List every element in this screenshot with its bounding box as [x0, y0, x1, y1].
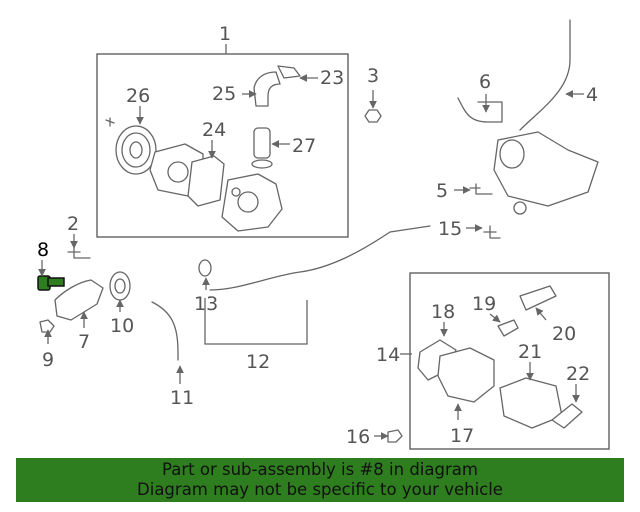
- callout-18: 18: [431, 301, 455, 323]
- leader-lines: [38, 74, 584, 440]
- callout-6: 6: [479, 71, 491, 93]
- pump-assembly-part-4: [493, 19, 599, 215]
- banner-line-1: Part or sub-assembly is #8 in diagram: [162, 460, 478, 479]
- hose-part-11: [151, 301, 179, 361]
- clamp-part-13: [198, 259, 212, 277]
- callout-24: 24: [202, 119, 226, 141]
- bolt-part-15: [483, 225, 501, 239]
- callout-15: 15: [438, 218, 462, 240]
- bolt-part-8-highlight: [37, 275, 65, 291]
- pipe-part-12: [209, 225, 431, 291]
- callout-16: 16: [346, 426, 370, 448]
- parts-diagram: 1 26 24 25 23 27 3 6 4 5 15 2 8 7 9 10 1…: [37, 19, 610, 450]
- callout-7: 7: [78, 331, 90, 353]
- callout-10: 10: [110, 315, 134, 337]
- info-banner: Part or sub-assembly is #8 in diagram Di…: [16, 458, 624, 502]
- banner-line-2: Diagram may not be specific to your vehi…: [137, 480, 503, 499]
- bracket-part-22: [551, 403, 583, 429]
- water-pump-part-24: [149, 143, 225, 207]
- callout-5: 5: [436, 180, 448, 202]
- housing-part-17: [437, 347, 495, 403]
- callout-8: 8: [37, 239, 49, 261]
- callout-20: 20: [552, 323, 576, 345]
- callout-1: 1: [219, 23, 231, 45]
- callout-23: 23: [320, 67, 344, 89]
- callout-19: 19: [472, 293, 496, 315]
- callout-9: 9: [42, 349, 54, 371]
- assembly-box-1: [96, 53, 349, 238]
- bolt-part-5: [469, 183, 493, 195]
- thermostat-part-10: [109, 271, 131, 301]
- callout-22: 22: [566, 363, 590, 385]
- callout-25: 25: [212, 83, 236, 105]
- callout-11: 11: [170, 387, 194, 409]
- callout-numbers: 1 26 24 25 23 27 3 6 4 5 15 2 8 7 9 10 1…: [37, 23, 598, 448]
- bolt-part-2: [67, 247, 91, 259]
- callout-13: 13: [194, 293, 218, 315]
- callout-17: 17: [450, 425, 474, 447]
- nut-part-3: [364, 109, 382, 123]
- callout-27: 27: [292, 135, 316, 157]
- callout-21: 21: [518, 341, 542, 363]
- housing-part-1: [221, 173, 283, 232]
- connector-part-20: [519, 285, 557, 311]
- assembly-box-14: [409, 272, 610, 450]
- callout-3: 3: [367, 65, 379, 87]
- pipe-part-27: [251, 127, 273, 169]
- gasket-part-23: [277, 65, 301, 79]
- callout-12: 12: [246, 351, 270, 373]
- callout-2: 2: [67, 213, 79, 235]
- sensor-part-19: [497, 319, 519, 337]
- nut-part-16: [387, 429, 403, 443]
- hose-part-6: [457, 97, 503, 123]
- nut-part-9: [39, 319, 55, 333]
- pulley-part-26: [105, 117, 157, 175]
- callout-4: 4: [586, 84, 598, 106]
- callout-14: 14: [376, 344, 400, 366]
- callout-26: 26: [126, 85, 150, 107]
- elbow-part-25: [253, 71, 281, 107]
- bracket-12: [204, 298, 308, 345]
